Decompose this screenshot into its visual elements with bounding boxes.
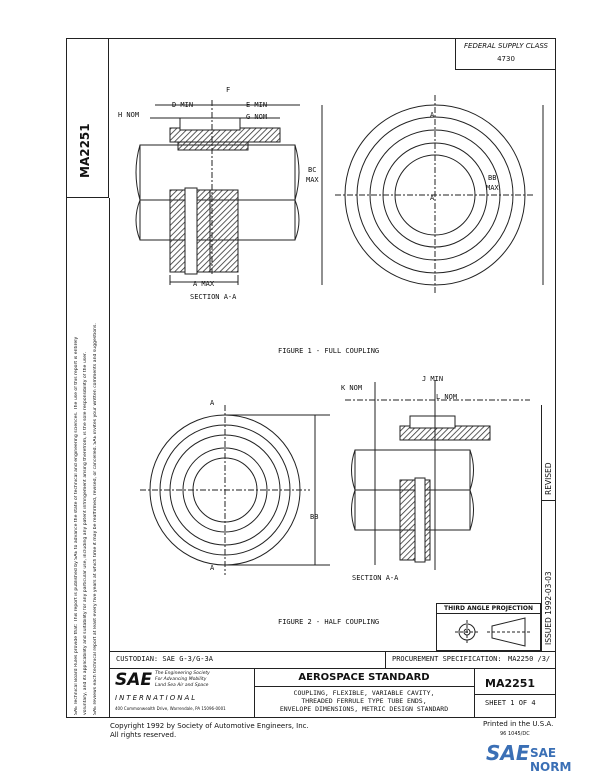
revision-column: ISSUED 1992-03-03 REVISED (541, 405, 556, 651)
label-h-nom: H NOM (118, 111, 140, 119)
label-e-min: E MIN (246, 101, 268, 109)
figure1-caption: FIGURE 1 - FULL COUPLING (278, 347, 380, 355)
notice-line-1: SAE Technical Board Rules provide that: … (74, 336, 79, 715)
figure1-drawing (135, 95, 544, 295)
sidebar-doc-number: MA2251 (78, 123, 92, 178)
title-block-row (109, 668, 556, 669)
sae-logo-block: SAE The Engineering Society For Advancin… (113, 670, 253, 716)
figure1-section-view (135, 100, 300, 285)
label-j-min: J MIN (422, 375, 444, 383)
logo-divider (254, 668, 255, 718)
sae-address: 400 Commonwealth Drive, Warrendale, PA 1… (115, 706, 226, 711)
revised-label: REVISED (544, 462, 553, 495)
procurement-value: MA2250 /3/ (508, 655, 551, 663)
label-bc-max: MAX (306, 176, 319, 184)
sheet-divider (474, 694, 556, 695)
notice-divider (109, 198, 110, 718)
custodian-divider (385, 651, 386, 668)
desc-line-3: ENVELOPE DIMENSIONS, METRIC DESIGN STAND… (279, 705, 449, 713)
desc-line-2: THREADED FERRULE TYPE TUBE ENDS, (301, 697, 427, 705)
label-bb-fig2: BB (310, 513, 319, 521)
label-d-min: D MIN (172, 101, 194, 109)
label-bb: BB (488, 174, 497, 182)
label-a-top: A (430, 111, 435, 119)
logo-tagline-3: Land Sea Air and Space (155, 683, 209, 688)
footer-code: 96 1045/DC (500, 731, 530, 737)
notice-line-3: SAE reviews each technical report at lea… (93, 323, 98, 715)
figure2-drawing (140, 380, 530, 575)
procurement-label: PROCUREMENT SPECIFICATION: (392, 655, 502, 663)
sae-logo: SAE (115, 670, 153, 690)
watermark-text: SAE NORM (530, 746, 572, 774)
figure1-section-label: SECTION A-A (190, 293, 237, 301)
logo-tagline-1: The Engineering Society (155, 671, 210, 676)
printed-in: Printed in the U.S.A. (483, 720, 554, 728)
watermark-mark: SAE (486, 741, 530, 765)
revision-divider (541, 500, 556, 501)
third-angle-box: THIRD ANGLE PROJECTION (436, 603, 541, 651)
third-angle-label: THIRD ANGLE PROJECTION (437, 604, 540, 614)
supply-class-box: FEDERAL SUPPLY CLASS 4730 (455, 38, 556, 70)
copyright-line-2: All rights reserved. (110, 731, 177, 739)
supply-class-value: 4730 (497, 55, 515, 63)
standard-type: AEROSPACE STANDARD (298, 672, 430, 683)
logo-tagline-2: For Advancing Mobility (155, 677, 207, 682)
figure2-section-view (345, 380, 530, 570)
doc-number-cell: MA2251 (66, 38, 109, 198)
label-k-nom: K NOM (341, 384, 363, 392)
label-bb-max: MAX (486, 184, 499, 192)
label-a-max: A MAX (193, 280, 215, 288)
copyright-line-1: Copyright 1992 by Society of Automotive … (110, 722, 309, 730)
title-block-top (109, 651, 556, 652)
label-a-bottom: A (430, 194, 435, 202)
notice-line-2: voluntary, and its applicability and sui… (83, 352, 88, 715)
desc-line-1: COUPLING, FLEXIBLE, VARIABLE CAVITY, (293, 689, 435, 697)
label-g-nom: G NOM (246, 113, 268, 121)
third-angle-symbol (455, 617, 531, 647)
figure2-caption: FIGURE 2 - HALF COUPLING (278, 618, 380, 626)
figure1-end-view (321, 95, 544, 295)
standard-divider (254, 686, 474, 687)
label-l-nom: L NOM (436, 393, 458, 401)
issued-date: ISSUED 1992-03-03 (544, 571, 553, 645)
logo-international: INTERNATIONAL (115, 694, 198, 702)
docnum-divider (474, 668, 475, 718)
supply-class-label: FEDERAL SUPPLY CLASS (464, 42, 548, 50)
drawing-frame (66, 38, 556, 718)
title-doc-number: MA2251 (485, 677, 536, 690)
label-a-bottom-fig2: A (210, 564, 215, 572)
sheet-number: SHEET 1 OF 4 (485, 699, 536, 707)
label-a-top-fig2: A (210, 399, 215, 407)
label-f: F (226, 86, 231, 94)
label-bc: BC (308, 166, 317, 174)
custodian: CUSTODIAN: SAE G-3/G-3A (116, 655, 213, 663)
figure2-section-label: SECTION A-A (352, 574, 399, 582)
figure2-end-view (140, 405, 330, 575)
